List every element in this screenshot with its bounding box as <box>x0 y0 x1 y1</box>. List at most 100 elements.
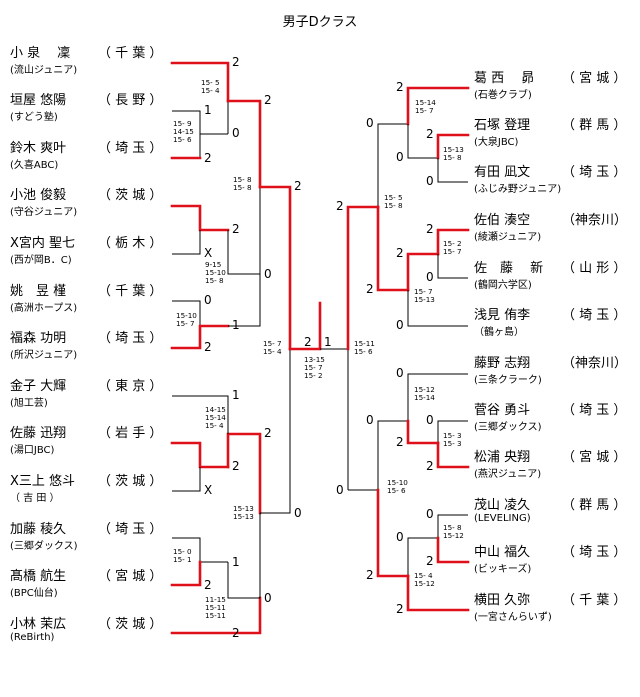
player-entry: 石塚 登理（ 群 馬 ）(大泉JBC) <box>474 114 640 154</box>
bracket-win-line <box>346 205 380 351</box>
result-mark: 1 <box>232 318 240 332</box>
player-entry: 有田 凪文（ 埼 玉 ）(ふじみ野ジュニア) <box>474 161 640 201</box>
player-prefecture: （ 群 馬 ） <box>562 498 627 513</box>
bracket-line <box>172 395 229 410</box>
player-entry: 小林 茉広 （ 茨 城 ） (ReBirth) <box>10 613 180 653</box>
player-prefecture: （ 埼 玉 ） <box>98 331 163 346</box>
result-mark: 0 <box>366 413 374 427</box>
result-mark: X <box>204 246 212 260</box>
player-name: 姚 昱 槿 <box>10 284 67 299</box>
player-entry: 佐藤 迅翔（ 岩 手 ）(湯口JBC) <box>10 422 180 462</box>
bracket-line <box>407 290 468 327</box>
player-name: 葛 西 昴 <box>474 71 535 86</box>
player-entry: X宮内 聖七（ 栃 木 ）(西が岡B．C) <box>10 232 180 272</box>
result-mark: 0 <box>264 591 272 605</box>
bracket-win-line <box>376 488 410 578</box>
player-entry: X三上 悠斗（ 茨 城 ）（ 吉 田 ） <box>10 470 180 510</box>
result-mark: 2 <box>426 222 434 236</box>
player-name: 中山 福久 <box>474 545 531 560</box>
player-prefecture: （神奈川） <box>562 356 628 371</box>
result-mark: 2 <box>396 602 404 616</box>
result-mark: 2 <box>204 340 212 354</box>
result-mark: 0 <box>426 270 434 284</box>
player-prefecture: （ 宮 城 ） <box>562 71 627 86</box>
player-name: 松浦 央翔 <box>474 450 531 465</box>
bracket-win-line <box>436 228 470 256</box>
player-entry: 金子 大輝（ 東 京 ）(旭工芸) <box>10 375 180 415</box>
player-club: (LEVELING) <box>474 513 531 524</box>
bracket-win-line <box>170 61 230 103</box>
player-club: (一宮さんらいず) <box>474 612 552 623</box>
result-mark: 2 <box>366 282 374 296</box>
player-name: 横田 久弥 <box>474 593 531 608</box>
result-mark: 0 <box>396 318 404 332</box>
player-prefecture: （ 山 形 ） <box>562 261 627 276</box>
player-prefecture: （ 埼 玉 ） <box>562 165 627 180</box>
player-prefecture: （ 茨 城 ） <box>98 474 163 489</box>
player-prefecture: （ 千 葉 ） <box>98 46 163 61</box>
player-entry: 垣屋 悠陽 （ 長 野 ） (すどう塾) <box>10 89 180 129</box>
player-club: (大泉JBC) <box>474 137 519 148</box>
player-name: 佐藤 迅翔 <box>10 426 67 441</box>
player-club: (旭工芸) <box>10 398 48 409</box>
player-prefecture: （ 茨 城 ） <box>98 188 163 203</box>
player-club: (石巻クラブ) <box>474 90 532 101</box>
player-entry: 福森 功明（ 埼 玉 ）(所沢ジュニア) <box>10 327 180 367</box>
player-name: 髙橋 航生 <box>10 569 67 584</box>
player-entry: 横田 久弥（ 千 葉 ）(一宮さんらいず) <box>474 589 640 629</box>
player-club: (ReBirth) <box>10 632 55 643</box>
bracket-line <box>437 420 468 443</box>
result-mark: 0 <box>426 174 434 188</box>
result-mark: 2 <box>336 199 344 213</box>
result-mark: 0 <box>426 507 434 521</box>
player-prefecture: （ 長 野 ） <box>98 93 163 108</box>
bracket-line <box>437 254 468 279</box>
result-mark: 2 <box>294 179 302 193</box>
bracket-win-line <box>406 419 440 445</box>
player-name: 福森 功明 <box>10 331 67 346</box>
player-name: 加藤 稜久 <box>10 522 67 537</box>
player-name: 垣屋 悠陽 <box>10 93 67 108</box>
player-club: (すどう塾) <box>10 112 58 123</box>
bracket-line <box>227 562 260 599</box>
player-prefecture: （ 東 京 ） <box>98 379 163 394</box>
result-mark: 2 <box>396 246 404 260</box>
player-club: (三郷ダックス) <box>474 422 542 433</box>
result-mark: 0 <box>366 116 374 130</box>
result-mark: 1 <box>204 103 212 117</box>
result-mark: 0 <box>204 293 212 307</box>
result-mark: 2 <box>264 93 272 107</box>
bracket-line <box>172 467 201 492</box>
bracket-line <box>320 348 349 490</box>
player-club: (BPC仙台) <box>10 588 58 599</box>
bracket-line <box>437 514 468 538</box>
result-mark: 2 <box>304 335 312 349</box>
player-entry: 加藤 稜久（ 埼 玉 ）(三郷ダックス) <box>10 518 180 558</box>
player-name: 小 泉 凜 <box>10 46 71 61</box>
player-name: 小林 茉広 <box>10 617 67 632</box>
bracket-line <box>377 123 408 207</box>
bracket-win-line <box>436 133 470 160</box>
player-entry: 鈴木 爽叶（ 埼 玉 ）(久喜ABC) <box>10 137 180 177</box>
player-name: X宮内 聖七 <box>10 236 76 251</box>
player-club: （ 吉 田 ） <box>10 493 60 504</box>
bracket-line <box>377 420 408 490</box>
player-prefecture: （ 茨 城 ） <box>98 617 163 632</box>
player-prefecture: （ 埼 玉 ） <box>562 545 627 560</box>
player-club: (高洲ホープス) <box>10 303 78 314</box>
result-mark: 2 <box>396 80 404 94</box>
result-mark: 0 <box>396 150 404 164</box>
player-name: 浅見 侑李 <box>474 308 531 323</box>
player-prefecture: （ 千 葉 ） <box>98 284 163 299</box>
player-entry: 藤野 志翔（神奈川）(三条クラーク) <box>474 352 640 392</box>
